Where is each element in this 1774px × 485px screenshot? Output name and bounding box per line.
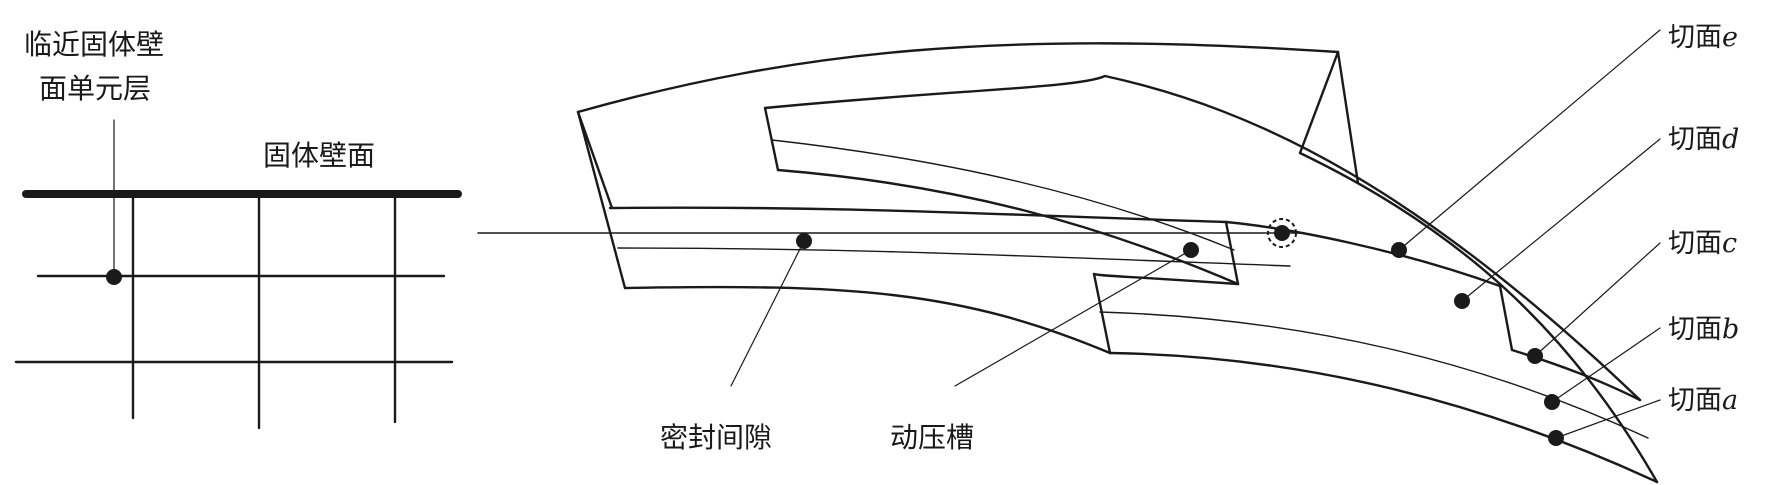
gap-mid-line bbox=[617, 247, 1291, 267]
leader-lines bbox=[730, 29, 1661, 439]
groove-leader bbox=[954, 249, 1192, 387]
section-c-letter: c bbox=[1722, 228, 1737, 259]
solid-wall-label: 固体壁面 bbox=[263, 139, 375, 172]
groove-end-edge bbox=[1224, 220, 1240, 286]
seal-geometry bbox=[576, 42, 1659, 484]
outer-top-edge bbox=[576, 42, 1340, 114]
section-c-label: 切面c bbox=[1668, 228, 1737, 259]
section-a-prefix: 切面 bbox=[1668, 385, 1722, 416]
highlight-ring bbox=[1267, 218, 1297, 248]
right-face-edge bbox=[1298, 50, 1340, 155]
section-d-letter: d bbox=[1722, 124, 1739, 155]
right-top-edge bbox=[1336, 50, 1360, 185]
section-d-label: 切面d bbox=[1668, 124, 1739, 155]
section-b-label: 切面b bbox=[1668, 314, 1739, 345]
left-outer-edge bbox=[576, 110, 627, 290]
section-d-prefix: 切面 bbox=[1668, 124, 1722, 155]
section-c-leader bbox=[1534, 242, 1661, 357]
section-e-letter: e bbox=[1722, 22, 1738, 53]
section-a-leader bbox=[1555, 399, 1661, 439]
section-a-letter: a bbox=[1722, 385, 1738, 416]
highlighted-point bbox=[1274, 225, 1290, 241]
section-a-label: 切面a bbox=[1668, 385, 1738, 416]
gap-bottom-edge bbox=[623, 285, 1112, 355]
left-face-edge bbox=[576, 110, 614, 210]
groove-bottom-edge bbox=[776, 168, 1240, 286]
land-top-edge bbox=[1224, 220, 1642, 402]
step-edge bbox=[1092, 272, 1112, 355]
near-wall-node-dot bbox=[106, 269, 122, 285]
seal-gap-label: 密封间隙 bbox=[660, 421, 772, 454]
band-mid-line bbox=[1099, 311, 1649, 439]
groove-mid-line bbox=[771, 139, 1235, 251]
gap-top-edge bbox=[608, 206, 1228, 224]
probe-points bbox=[796, 218, 1564, 446]
section-c-prefix: 切面 bbox=[1668, 228, 1722, 259]
section-e-label: 切面e bbox=[1668, 22, 1738, 53]
groove-top-edge bbox=[763, 74, 1642, 402]
seal-gap-leader bbox=[730, 240, 805, 387]
section-b-prefix: 切面 bbox=[1668, 314, 1722, 345]
section-b-leader bbox=[1551, 327, 1661, 403]
outer-arc-edge bbox=[1298, 151, 1659, 484]
step-top-edge bbox=[1092, 272, 1240, 286]
groove-label: 动压槽 bbox=[890, 421, 974, 454]
labels: 密封间隙 动压槽 切面e 切面d 切面c 切面b 切面a bbox=[660, 22, 1739, 454]
section-e-prefix: 切面 bbox=[1668, 22, 1722, 53]
near-wall-layer-label-line1: 临近固体壁 bbox=[24, 28, 164, 61]
section-d-leader bbox=[1461, 138, 1661, 302]
near-wall-layer-label-line2: 面单元层 bbox=[39, 72, 151, 105]
section-b-letter: b bbox=[1722, 314, 1739, 345]
section-e-leader bbox=[1398, 29, 1661, 251]
groove-left-edge bbox=[763, 106, 780, 172]
band-bottom-edge bbox=[1108, 351, 1659, 484]
near-wall-mesh: 临近固体壁 面单元层 固体壁面 bbox=[14, 28, 462, 430]
